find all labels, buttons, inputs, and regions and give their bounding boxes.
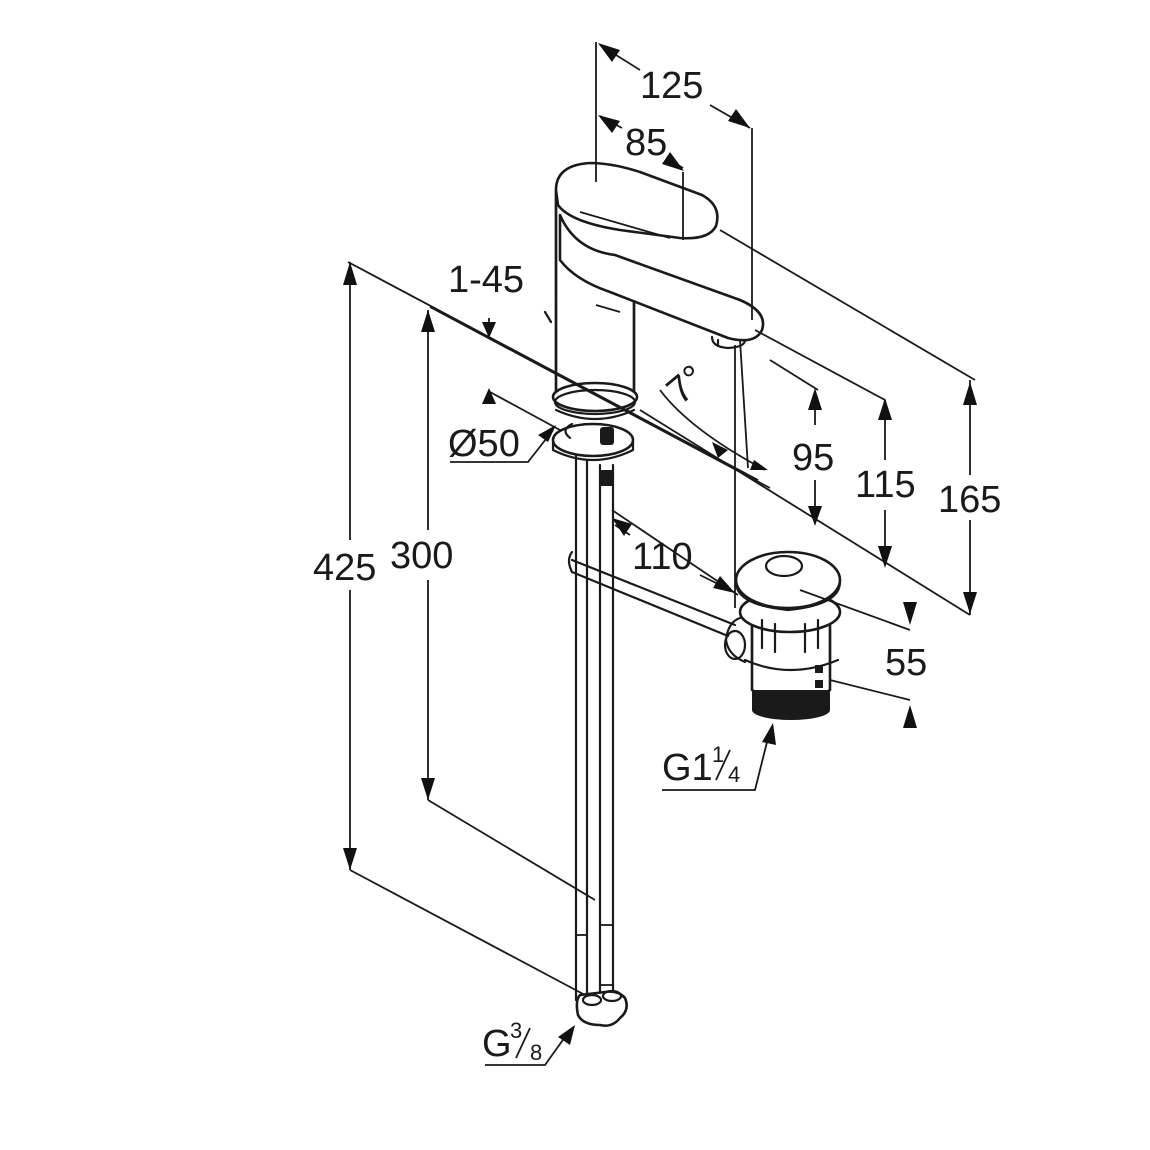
dim-waste-height: 55: [885, 642, 927, 684]
arrow-waste-thread: [762, 723, 776, 745]
arrow-angle-b: [750, 460, 768, 470]
arrow-125-start: [598, 43, 620, 62]
dimension-labels: 125 85 1-45 Ø50 7° 95 115 165 425 300 11…: [313, 65, 1001, 1065]
thread-waste-den: 4: [728, 762, 740, 787]
dim-base-diameter: Ø50: [448, 423, 520, 465]
dim-total-height: 165: [938, 479, 1001, 521]
arrow-115-bottom: [878, 546, 892, 568]
arrow-85-end: [662, 152, 684, 171]
arrow-95-bottom: [808, 506, 822, 526]
thread-waste-main: G1: [662, 747, 713, 789]
dim-rod-distance: 110: [632, 536, 693, 578]
arrow-angle-a: [712, 442, 728, 458]
arrow-diameter: [538, 425, 556, 442]
arrow-300-top: [421, 310, 435, 332]
thread-supply-num: 3: [510, 1018, 522, 1043]
arrow-165-top: [963, 382, 977, 405]
dim-spout-outlet-height: 95: [792, 437, 834, 479]
arrow-110-end: [713, 576, 735, 593]
dimension-lines: [343, 42, 977, 1066]
arrow-95-top: [808, 388, 822, 410]
arrow-85-start: [598, 115, 620, 133]
pop-up-waste: [723, 550, 842, 720]
thread-supply-main: G: [482, 1023, 512, 1065]
dim-hose-length: 300: [390, 535, 453, 577]
dim-spout-reach-total: 125: [640, 65, 703, 107]
faucet-body: [543, 161, 765, 1027]
dim-spout-height: 115: [855, 464, 916, 506]
arrow-deck-top: [482, 322, 496, 338]
arrow-425-top: [343, 262, 357, 285]
arrow-125-end: [728, 109, 750, 128]
dim-spout-angle: 7°: [659, 357, 714, 413]
dim-deck-thickness: 1-45: [448, 259, 524, 301]
thread-waste-num: 1: [712, 742, 724, 767]
thread-supply-den: 8: [530, 1040, 542, 1065]
arrow-110-start: [612, 518, 632, 536]
arrow-55-top: [903, 602, 917, 625]
arrow-425-bottom: [343, 848, 357, 870]
arrow-300-bottom: [421, 778, 435, 800]
dim-tail-length: 425: [313, 547, 376, 589]
dim-spout-reach: 85: [625, 122, 667, 164]
arrow-supply-thread: [558, 1025, 575, 1045]
arrow-165-bottom: [963, 592, 977, 614]
arrow-115-top: [878, 398, 892, 420]
arrow-55-bottom: [903, 705, 917, 728]
arrow-deck-bottom: [482, 388, 496, 404]
